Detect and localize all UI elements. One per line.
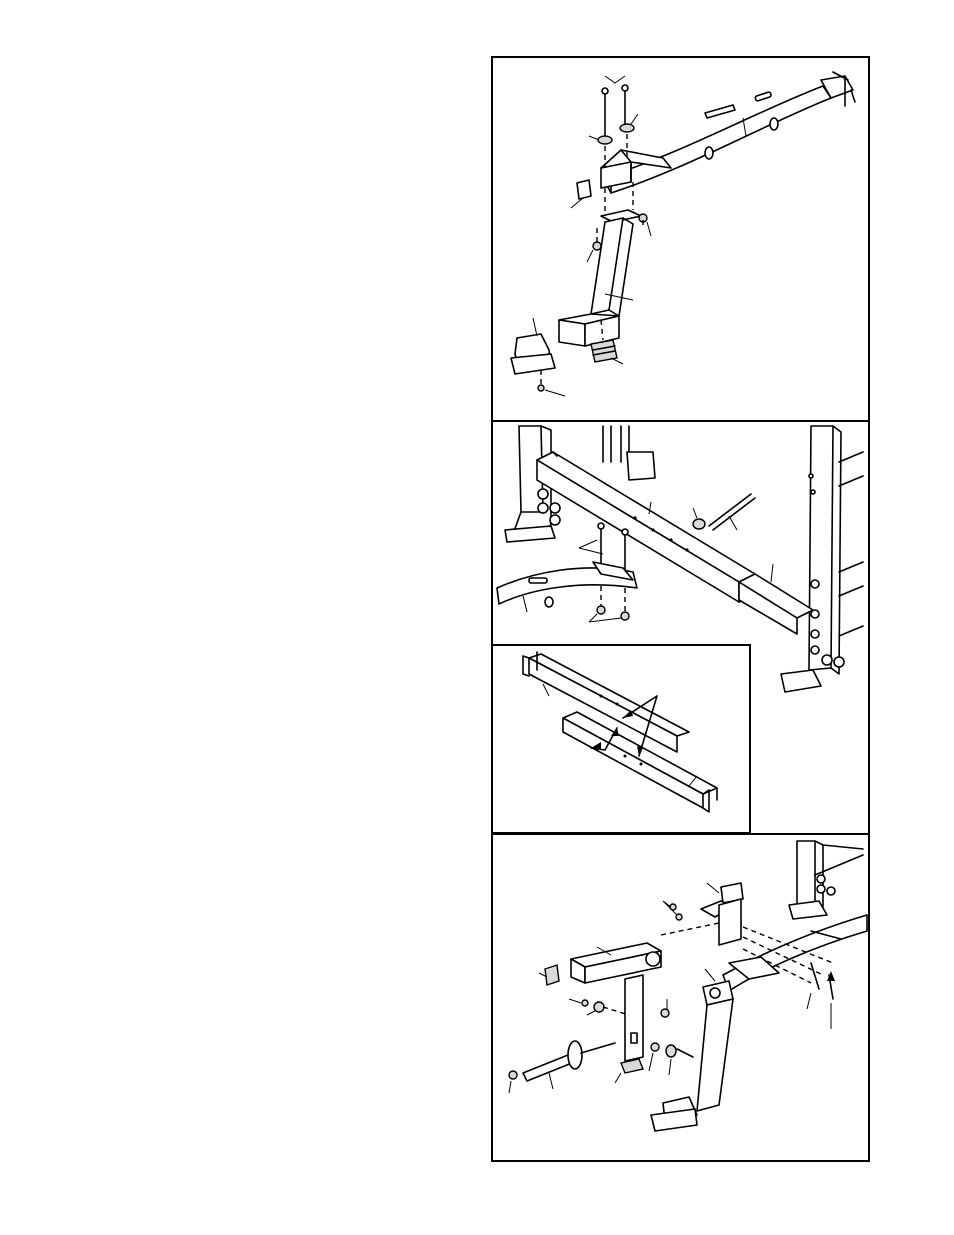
- crossbar-insertion-drawing: [493, 646, 749, 832]
- right-foot: [781, 670, 821, 692]
- cross-pin: [705, 105, 735, 118]
- upright-post: [797, 841, 815, 909]
- end-cap: [545, 965, 559, 985]
- weight-post-flange: [568, 1041, 582, 1069]
- assembly-diagram-inset: [491, 644, 751, 834]
- assembly-diagram-panel-3: [491, 833, 870, 1162]
- vertical-leg: [591, 218, 623, 314]
- curved-base-tube: [723, 915, 867, 991]
- outer-crossbar: [529, 654, 689, 736]
- curved-base-assembly-drawing: [493, 58, 868, 422]
- end-cap: [577, 180, 591, 199]
- assembly-diagram-panel-1: [491, 56, 870, 424]
- arm-assembly-drawing: [493, 835, 868, 1160]
- long-pin: [709, 494, 755, 530]
- curved-base-tube: [603, 86, 831, 193]
